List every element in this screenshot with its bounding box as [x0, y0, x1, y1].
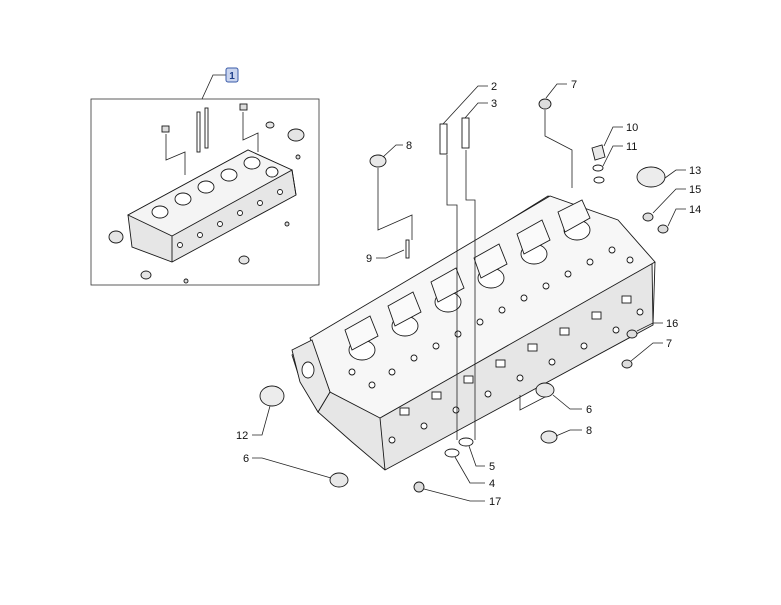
callout-15[interactable]: 15	[689, 184, 701, 196]
callout-17[interactable]: 17	[489, 496, 501, 508]
dowel-pin-2	[439, 123, 448, 155]
cup-plug-6-lower	[329, 472, 349, 488]
callout-8-lower[interactable]: 8	[586, 425, 592, 437]
bushing-13	[636, 166, 666, 188]
callout-4[interactable]: 4	[489, 478, 495, 490]
plug-15	[642, 212, 654, 222]
plug-7-right	[621, 359, 633, 369]
callout-6-mid[interactable]: 6	[586, 404, 592, 416]
callout-labels: 2 3 7 10 11 8 13 15 14 9 16 7 6 8 12 5 4…	[236, 79, 701, 508]
cup-plug-8	[369, 154, 387, 168]
cam-towers	[344, 199, 591, 351]
sleeve-10	[591, 144, 606, 161]
dowel-pin-3	[461, 117, 470, 149]
callout-8-top[interactable]: 8	[406, 140, 412, 152]
callout-2[interactable]: 2	[491, 81, 497, 93]
o-ring-11b	[593, 176, 605, 184]
plug-16	[626, 329, 638, 339]
washer-4	[444, 448, 460, 458]
cylinder-head	[291, 195, 656, 471]
plug-17	[413, 481, 425, 493]
inset-badge-label: 1	[229, 71, 235, 82]
cup-plug-6-mid	[535, 382, 555, 398]
callout-10[interactable]: 10	[626, 122, 638, 134]
callout-16[interactable]: 16	[666, 318, 678, 330]
cup-plug-8-lower	[540, 430, 558, 444]
callout-13[interactable]: 13	[689, 165, 701, 177]
callout-5[interactable]: 5	[489, 461, 495, 473]
callout-7-right[interactable]: 7	[666, 338, 672, 350]
plug-14	[657, 224, 669, 234]
washer-5	[458, 437, 474, 447]
callout-6-lower[interactable]: 6	[243, 453, 249, 465]
callout-3[interactable]: 3	[491, 98, 497, 110]
leader-lines	[252, 83, 686, 502]
inset-badge[interactable]: 1	[225, 67, 239, 83]
loose-parts	[259, 98, 669, 493]
inset-head-drawing	[108, 103, 305, 284]
callout-11[interactable]: 11	[626, 141, 637, 153]
bushing-12	[259, 385, 285, 407]
callout-14[interactable]: 14	[689, 204, 701, 216]
callout-7-top[interactable]: 7	[571, 79, 577, 91]
side-ports	[388, 295, 644, 444]
callout-9[interactable]: 9	[366, 253, 372, 265]
pin-9	[405, 239, 410, 259]
deck-holes	[348, 246, 634, 389]
assembly-inset: 1	[90, 67, 320, 286]
o-ring-11a	[592, 164, 604, 172]
callout-12[interactable]: 12	[236, 430, 248, 442]
plug-7-top	[538, 98, 552, 110]
